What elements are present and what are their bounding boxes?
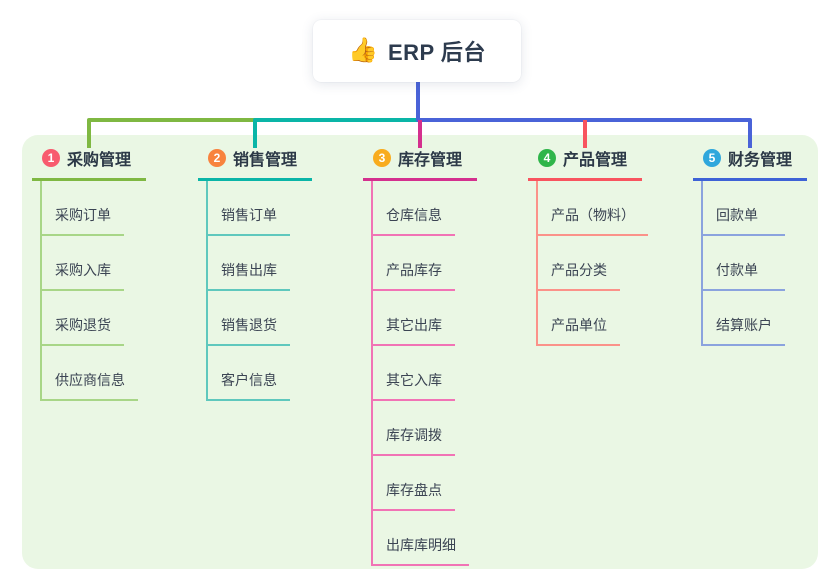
branch-child-connector xyxy=(40,181,42,401)
thumbs-up-icon: 👍 xyxy=(348,37,378,64)
child-node[interactable]: 销售退货 xyxy=(206,291,290,346)
child-node[interactable]: 产品库存 xyxy=(371,236,455,291)
child-node[interactable]: 库存盘点 xyxy=(371,456,455,511)
child-node[interactable]: 采购入库 xyxy=(40,236,124,291)
child-node[interactable]: 客户信息 xyxy=(206,346,290,401)
branch-children: 销售订单销售出库销售退货客户信息 xyxy=(206,181,290,401)
branch-node-1[interactable]: 1 采购管理 xyxy=(32,146,146,181)
branch-number-badge: 4 xyxy=(538,148,556,167)
branch-title: 销售管理 xyxy=(233,151,298,169)
branch-children: 回款单付款单结算账户 xyxy=(701,181,785,346)
branch-node-2[interactable]: 2 销售管理 xyxy=(198,146,312,181)
child-node[interactable]: 回款单 xyxy=(701,181,785,236)
child-node[interactable]: 出库库明细 xyxy=(371,511,469,566)
branch-child-connector xyxy=(536,181,538,346)
branch-children: 产品（物料）产品分类产品单位 xyxy=(536,181,648,346)
branch-node-4[interactable]: 4 产品管理 xyxy=(528,146,642,181)
branch-child-connector xyxy=(371,181,373,566)
root-node[interactable]: 👍 ERP 后台 xyxy=(313,20,521,82)
child-node[interactable]: 其它出库 xyxy=(371,291,455,346)
branch-title: 库存管理 xyxy=(398,151,463,169)
child-node[interactable]: 仓库信息 xyxy=(371,181,455,236)
child-node[interactable]: 结算账户 xyxy=(701,291,785,346)
branch-number-badge: 5 xyxy=(703,148,721,167)
branch-child-connector xyxy=(206,181,208,401)
child-node[interactable]: 销售订单 xyxy=(206,181,290,236)
branch-child-connector xyxy=(701,181,703,346)
branch-title: 财务管理 xyxy=(728,151,793,169)
child-node[interactable]: 供应商信息 xyxy=(40,346,138,401)
child-node[interactable]: 库存调拨 xyxy=(371,401,455,456)
branch-node-5[interactable]: 5 财务管理 xyxy=(693,146,807,181)
branch-title: 产品管理 xyxy=(563,151,628,169)
child-node[interactable]: 采购退货 xyxy=(40,291,124,346)
child-node[interactable]: 产品（物料） xyxy=(536,181,648,236)
branch-children: 仓库信息产品库存其它出库其它入库库存调拨库存盘点出库库明细 xyxy=(371,181,469,566)
branch-number-badge: 1 xyxy=(42,148,60,167)
branches-panel xyxy=(22,135,818,569)
child-node[interactable]: 产品分类 xyxy=(536,236,620,291)
branch-number-badge: 3 xyxy=(373,148,391,167)
child-node[interactable]: 其它入库 xyxy=(371,346,455,401)
branch-node-3[interactable]: 3 库存管理 xyxy=(363,146,477,181)
branch-number-badge: 2 xyxy=(208,148,226,167)
child-node[interactable]: 付款单 xyxy=(701,236,785,291)
branch-title: 采购管理 xyxy=(67,151,132,169)
branch-children: 采购订单采购入库采购退货供应商信息 xyxy=(40,181,138,401)
child-node[interactable]: 产品单位 xyxy=(536,291,620,346)
child-node[interactable]: 采购订单 xyxy=(40,181,124,236)
root-node-label: ERP 后台 xyxy=(387,40,486,65)
child-node[interactable]: 销售出库 xyxy=(206,236,290,291)
